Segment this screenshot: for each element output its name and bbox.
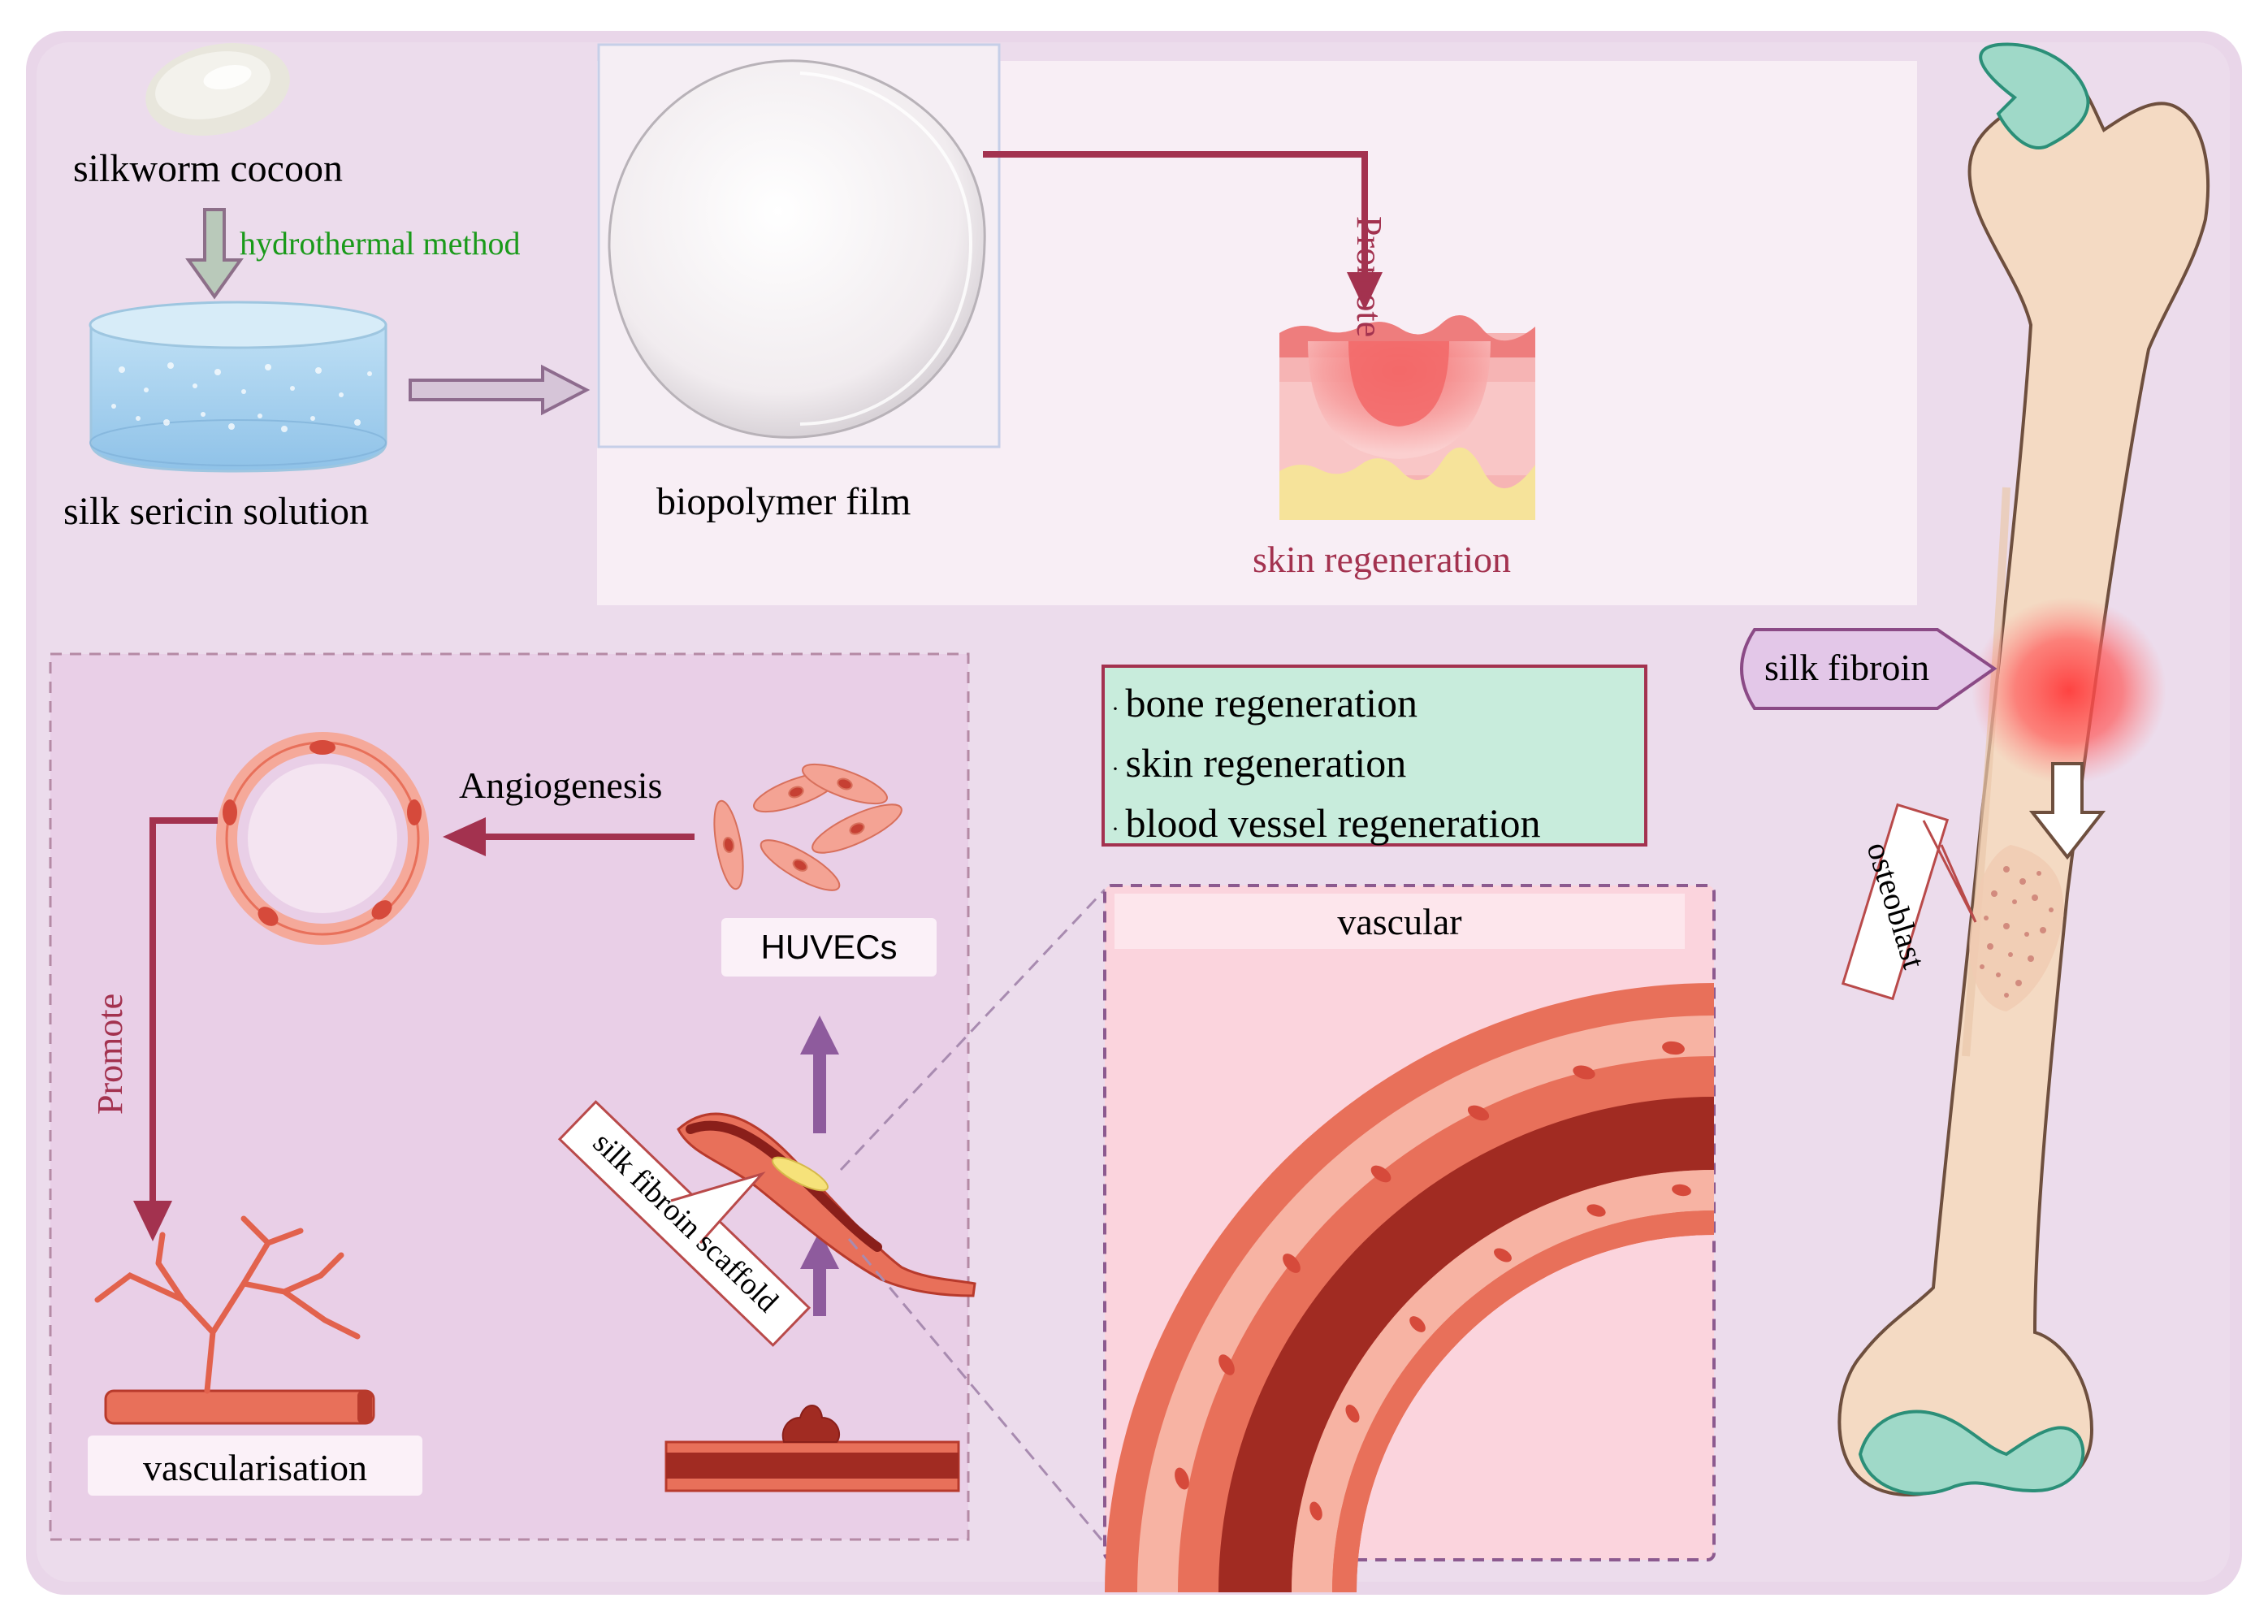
- huvec-cells-icon: [713, 763, 902, 891]
- silkworm-cocoon-icon: [145, 43, 290, 136]
- huvecs-label: HUVECs: [760, 928, 898, 966]
- osteoblast-callout: [1841, 803, 1950, 1001]
- huvecs-label-box: [721, 918, 937, 977]
- promote-skin-arrow: [983, 151, 1383, 310]
- promote-vascularisation-arrow: [133, 817, 218, 1241]
- scaffold-capillary-icon: [677, 1112, 976, 1297]
- vascularisation-label-box: [88, 1436, 422, 1496]
- skin-regeneration-label: skin regeneration: [1253, 539, 1512, 580]
- application-bone-regeneration: bone regeneration: [1125, 680, 1418, 725]
- vessel-nuclei: [1175, 1041, 1691, 1521]
- application-skin-regeneration: skin regeneration: [1125, 740, 1407, 786]
- angiogenesis-arrow: [443, 817, 695, 856]
- zoom-line-bottom: [847, 1238, 1106, 1544]
- applications-box: [1102, 665, 1647, 847]
- silkworm-cocoon-label: silkworm cocoon: [73, 147, 343, 190]
- silk-sericin-solution-label: silk sericin solution: [63, 490, 369, 533]
- hydrothermal-arrow: [185, 208, 244, 300]
- bone-defect-icon: [1969, 845, 2064, 1011]
- up-arrow-lower: [800, 1231, 839, 1316]
- application-item: · bone regeneration: [1111, 680, 1418, 725]
- biopolymer-film-label: biopolymer film: [656, 480, 911, 523]
- promote-vascularisation-label: Promote: [90, 993, 130, 1115]
- silk-fibroin-tag: [1740, 628, 1997, 710]
- zoom-line-top: [839, 888, 1106, 1171]
- vascularisation-label: vascularisation: [143, 1447, 367, 1488]
- promote-skin-label: Promote: [1349, 216, 1389, 338]
- hydrothermal-method-label: hydrothermal method: [240, 225, 521, 262]
- injury-hotspot: [1972, 597, 2166, 784]
- up-arrow-upper: [800, 1016, 839, 1133]
- application-item: · skin regeneration: [1111, 740, 1407, 786]
- angiogenesis-label: Angiogenesis: [459, 764, 663, 806]
- vascularisation-icon: [94, 1215, 375, 1425]
- silk-fibroin-label: silk fibroin: [1764, 647, 1930, 688]
- base-vessel-icon: [664, 1405, 960, 1492]
- bone-down-arrow: [2028, 762, 2106, 860]
- vascular-label: vascular: [1337, 901, 1462, 942]
- biopolymer-film-icon: [608, 59, 986, 439]
- vascular-title-box: [1115, 894, 1685, 949]
- vessel-cross-section-icon: [216, 732, 429, 945]
- applications-list: · bone regeneration · skin regeneration …: [1111, 676, 1540, 856]
- skin-regeneration-icon: [1279, 315, 1535, 520]
- to-film-arrow: [409, 364, 591, 416]
- application-item: · blood vessel regeneration: [1111, 800, 1541, 846]
- silk-sericin-solution-icon: [89, 301, 387, 473]
- application-blood-vessel-regeneration: blood vessel regeneration: [1125, 800, 1541, 846]
